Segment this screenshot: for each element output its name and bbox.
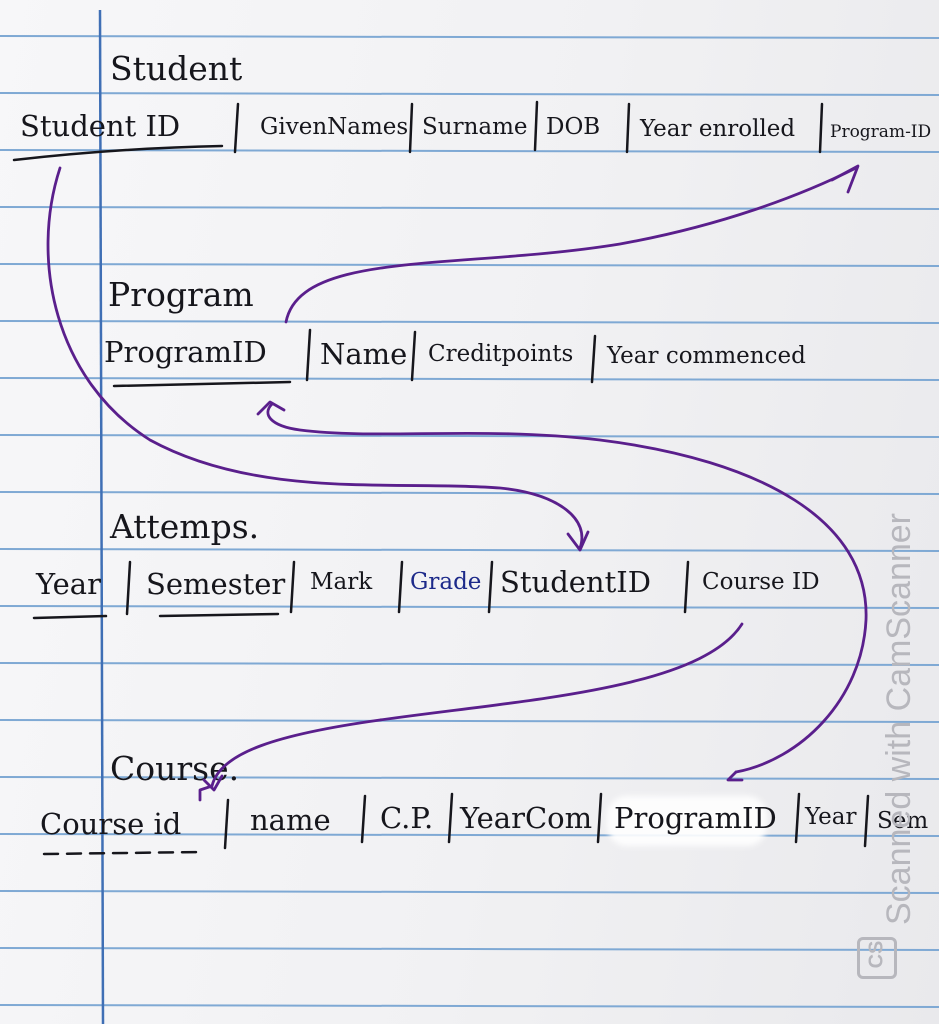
pk-underline-program-id bbox=[112, 380, 292, 388]
rule-line bbox=[0, 776, 939, 780]
entity-title-program: Program bbox=[108, 275, 254, 314]
rule-line bbox=[0, 548, 939, 552]
separators bbox=[125, 100, 870, 850]
key-underlines bbox=[12, 144, 292, 856]
arrow-course-id-to-course bbox=[198, 622, 744, 802]
camscanner-logo-icon: CS bbox=[857, 937, 897, 979]
separator bbox=[125, 560, 132, 616]
separator bbox=[625, 102, 631, 154]
field-course-year: Year bbox=[805, 804, 857, 830]
arrow-student-id-to-attempts bbox=[46, 166, 584, 550]
watermark-logo-label: CS bbox=[865, 940, 888, 969]
separator bbox=[447, 792, 454, 844]
entity-title-student: Student bbox=[110, 49, 243, 88]
separator bbox=[233, 102, 240, 154]
pk-underline-student-id bbox=[12, 144, 224, 162]
separator bbox=[818, 102, 824, 154]
rule-line bbox=[0, 719, 939, 723]
arrowhead bbox=[256, 400, 286, 416]
field-course-cp: C.P. bbox=[380, 801, 434, 835]
arrowhead bbox=[566, 530, 590, 552]
separator bbox=[410, 330, 417, 382]
entity-title-attempts: Attemps. bbox=[110, 507, 260, 546]
separator bbox=[289, 560, 296, 614]
rule-lines bbox=[0, 35, 939, 1008]
field-semester: Semester bbox=[146, 567, 286, 601]
rule-line bbox=[0, 833, 939, 837]
margin-line bbox=[98, 9, 105, 1024]
field-dob: DOB bbox=[546, 114, 601, 140]
separator bbox=[360, 794, 367, 844]
separator bbox=[223, 798, 230, 850]
separator bbox=[683, 560, 690, 614]
watermark-text: Scanned with CamScanner bbox=[880, 512, 918, 925]
field-program-id-fk: Program-ID bbox=[830, 122, 932, 142]
field-attempt-student-id: StudentID bbox=[500, 565, 651, 599]
field-student-id: Student ID bbox=[20, 109, 181, 143]
separator bbox=[596, 792, 603, 844]
field-program-id: ProgramID bbox=[104, 335, 267, 369]
field-course-id: Course id bbox=[40, 807, 182, 841]
rule-line bbox=[0, 434, 939, 438]
rule-line bbox=[0, 35, 939, 39]
pk-underline-course-id bbox=[42, 850, 204, 856]
field-course-program-id: ProgramID bbox=[614, 801, 777, 835]
arrow-program-id-to-student bbox=[284, 166, 858, 324]
arrow-tail bbox=[726, 770, 744, 782]
arrow-course-program-id-to-program bbox=[266, 402, 868, 774]
separator bbox=[533, 100, 539, 152]
field-year: Year bbox=[36, 567, 101, 601]
field-given-names: GivenNames bbox=[260, 114, 409, 140]
separator bbox=[487, 560, 494, 614]
field-grade: Grade bbox=[410, 569, 482, 595]
field-year-commenced: Year commenced bbox=[607, 343, 806, 369]
pk-underline-year bbox=[32, 614, 108, 620]
rule-line bbox=[0, 377, 939, 381]
rule-line bbox=[0, 149, 939, 153]
rule-line bbox=[0, 92, 939, 96]
smudge bbox=[607, 796, 767, 846]
rule-line bbox=[0, 890, 939, 894]
field-course-yearcom: YearCom bbox=[460, 801, 593, 835]
separator bbox=[305, 328, 312, 382]
field-year-enrolled: Year enrolled bbox=[640, 116, 796, 142]
arrowhead bbox=[202, 774, 224, 792]
rule-line bbox=[0, 1004, 939, 1008]
rule-line bbox=[0, 263, 939, 267]
separator bbox=[397, 560, 404, 614]
field-course-sem: Sem bbox=[877, 808, 929, 834]
separator bbox=[408, 102, 414, 154]
separator bbox=[863, 794, 870, 848]
rule-line bbox=[0, 320, 939, 324]
relationship-arrows bbox=[46, 164, 868, 802]
arrowhead bbox=[830, 164, 860, 194]
field-surname: Surname bbox=[422, 114, 528, 140]
field-course-name: name bbox=[250, 803, 331, 837]
separator bbox=[794, 792, 801, 844]
rule-line bbox=[0, 605, 939, 609]
rule-line bbox=[0, 206, 939, 210]
entity-title-course: Course. bbox=[110, 749, 240, 788]
pk-underline-semester bbox=[158, 612, 280, 618]
field-mark: Mark bbox=[310, 569, 373, 595]
field-program-name: Name bbox=[320, 337, 408, 371]
field-creditpoints: Creditpoints bbox=[428, 341, 574, 367]
rule-line bbox=[0, 662, 939, 666]
field-attempt-course-id: Course ID bbox=[702, 569, 820, 595]
rule-line bbox=[0, 947, 939, 951]
separator bbox=[590, 334, 597, 384]
